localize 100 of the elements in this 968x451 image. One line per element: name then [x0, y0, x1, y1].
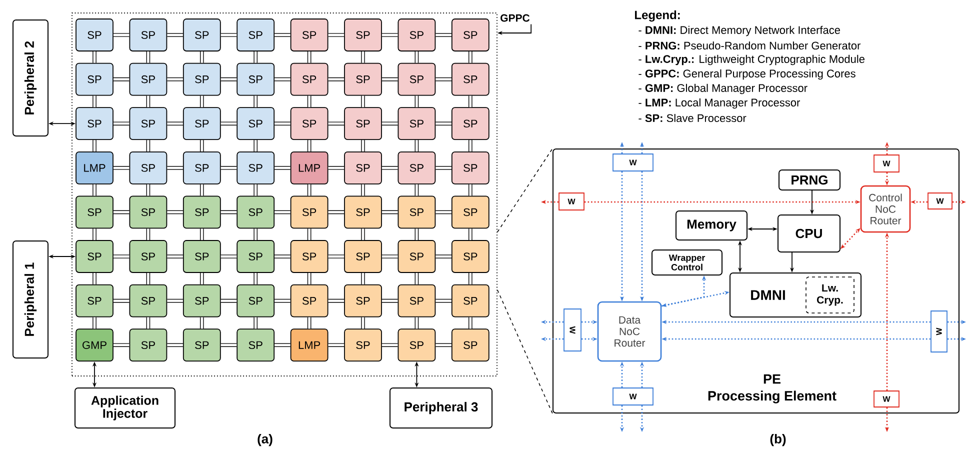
zoom-line	[497, 290, 553, 414]
mesh-link	[382, 298, 398, 303]
processor-box: SP	[76, 18, 114, 52]
processor-box: SP	[344, 240, 382, 273]
mesh-link	[274, 254, 290, 258]
mesh-link	[274, 77, 290, 82]
mesh-link	[382, 122, 398, 126]
processor-box: SP	[76, 196, 114, 229]
processor-box: LMP	[76, 151, 114, 184]
mesh-link	[468, 96, 472, 108]
mesh-link	[382, 254, 398, 258]
mesh-link	[167, 298, 183, 303]
mesh-link	[382, 166, 398, 170]
mesh-link	[113, 343, 130, 347]
mesh-link	[436, 210, 452, 214]
mesh-link	[436, 33, 452, 37]
mesh-link	[146, 96, 150, 108]
processor-box: SP	[236, 196, 275, 229]
mesh-link	[361, 228, 365, 240]
processor-box: SP	[129, 196, 168, 229]
injector-box: Application Injector	[74, 388, 176, 428]
processor-box: LMP	[290, 151, 328, 184]
processor-box: SP	[398, 62, 436, 96]
mesh-link	[220, 77, 237, 82]
mesh-link	[92, 140, 96, 152]
processor-box: SP	[290, 62, 328, 96]
mesh-link	[328, 210, 344, 214]
gppc-label: GPPC	[500, 14, 530, 22]
processor-box: SP	[290, 18, 328, 52]
mesh-link	[307, 272, 312, 284]
mesh-link	[92, 96, 96, 108]
processor-box: SP	[76, 284, 114, 318]
legend-entry: - LMP: Local Manager Processor	[638, 98, 800, 109]
processor-box: SP	[344, 18, 382, 52]
mesh-link	[167, 254, 183, 258]
legend-entry: - Lw.Cryp.: Ligthweight Cryptographic Module	[638, 54, 864, 66]
mesh-link	[254, 51, 258, 63]
mesh-link	[92, 272, 96, 284]
mesh-link	[254, 228, 258, 240]
wrapper-box: W	[558, 192, 584, 210]
mesh-link	[361, 317, 365, 329]
mesh-link	[146, 272, 150, 284]
mesh-link	[274, 210, 290, 214]
processor-box: SP	[182, 151, 221, 184]
mesh-link	[146, 317, 150, 329]
mesh-link	[167, 343, 183, 347]
mesh-link	[167, 122, 183, 126]
mesh-link	[436, 77, 452, 82]
processor-box: SP	[290, 196, 328, 229]
processor-box: SP	[182, 107, 221, 140]
mesh-link	[328, 298, 344, 303]
mesh-link	[436, 166, 452, 170]
legend-entry: - SP: Slave Processor	[638, 114, 746, 122]
mesh-link	[328, 122, 344, 126]
processor-box: SP	[398, 328, 436, 362]
mesh-link	[92, 184, 96, 196]
processor-box: SP	[290, 107, 328, 140]
legend-heading: Legend:	[635, 10, 680, 22]
mesh-link	[167, 210, 183, 214]
wrapper-box: W	[564, 308, 582, 352]
processor-box: SP	[129, 284, 168, 318]
mesh-link	[328, 254, 344, 258]
mesh-link	[167, 77, 183, 82]
processor-box: SP	[451, 240, 490, 273]
mesh-link	[200, 140, 204, 152]
mesh-link	[92, 228, 96, 240]
mesh-link	[361, 140, 365, 152]
processor-box: SP	[451, 196, 490, 229]
mesh-link	[220, 298, 237, 303]
mesh-link	[200, 228, 204, 240]
router-box: Data NoC Router	[597, 301, 662, 362]
mesh-link	[220, 343, 237, 347]
mesh-link	[167, 166, 183, 170]
mesh-link	[92, 51, 96, 63]
wrapper-box: W	[928, 192, 952, 210]
mesh-link	[200, 184, 204, 196]
peripheral-box: Peripheral 1	[12, 240, 48, 358]
mesh-link	[200, 317, 204, 329]
processor-box: SP	[398, 284, 436, 318]
mesh-link	[468, 272, 472, 284]
mesh-link	[382, 343, 398, 347]
mesh-link	[254, 96, 258, 108]
grid-frame	[72, 12, 498, 376]
mesh-link	[414, 184, 419, 196]
mesh-link	[113, 122, 130, 126]
mesh-link	[436, 254, 452, 258]
processor-box: SP	[451, 18, 490, 52]
legend-entry: - GMP: Global Manager Processor	[638, 84, 808, 94]
mesh-link	[274, 343, 290, 347]
mesh-link	[328, 343, 344, 347]
legend-entry: - DMNI: Direct Memory Network Interface	[638, 26, 840, 36]
mesh-link	[274, 33, 290, 37]
mesh-link	[382, 210, 398, 214]
mesh-link	[361, 96, 365, 108]
processor-box: SP	[290, 240, 328, 273]
mesh-link	[307, 228, 312, 240]
processor-box: SP	[398, 151, 436, 184]
mesh-link	[307, 317, 312, 329]
wrapper-box: W	[612, 388, 654, 406]
mesh-link	[361, 51, 365, 63]
